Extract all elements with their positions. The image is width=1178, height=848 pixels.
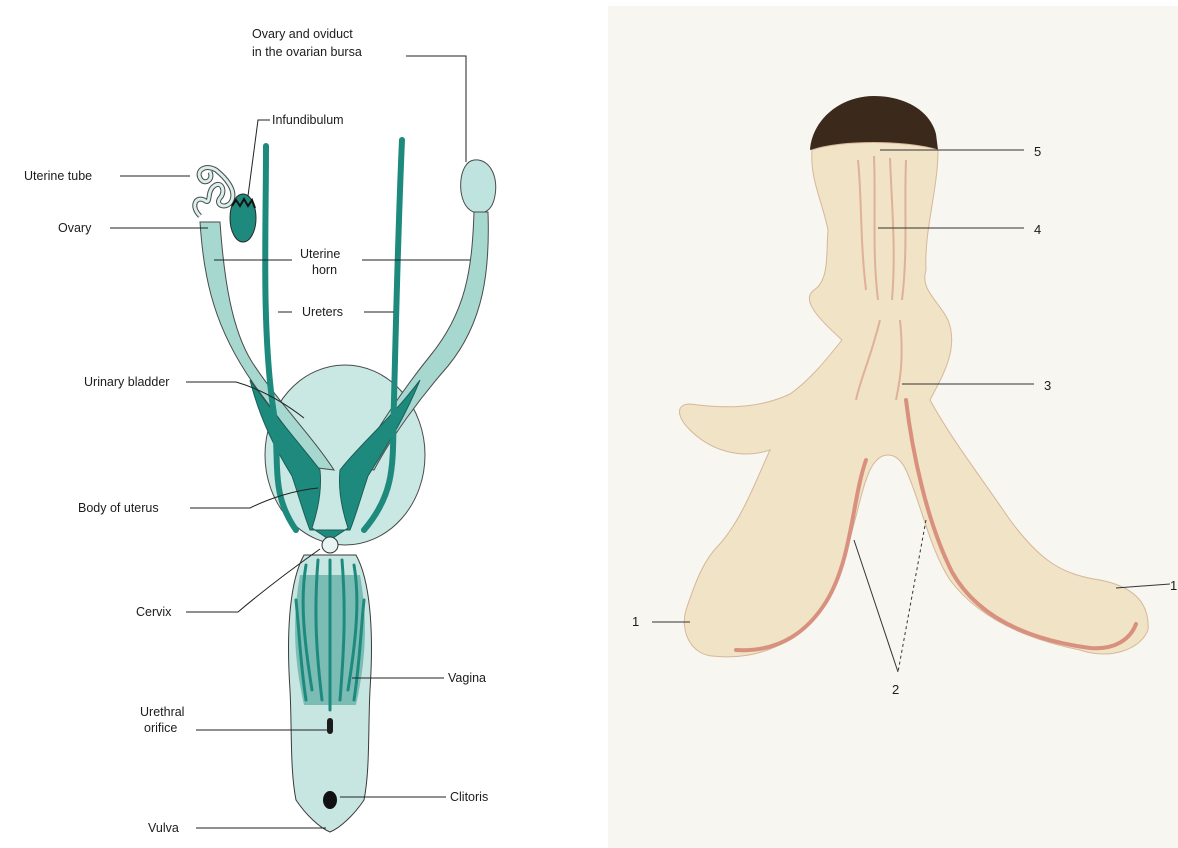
photo-label-2: 2	[892, 682, 899, 697]
label-ureters: Ureters	[302, 305, 343, 319]
label-body-of-uterus: Body of uterus	[78, 501, 159, 515]
photo-label-1-right: 1	[1170, 578, 1177, 593]
label-cervix: Cervix	[136, 605, 172, 619]
clitoris-shape	[323, 791, 337, 809]
label-uterine-horn-line2: horn	[312, 263, 337, 277]
label-urethral-line2: orifice	[144, 721, 177, 735]
label-ovary-oviduct-line1: Ovary and oviduct	[252, 27, 353, 41]
photo-label-3: 3	[1044, 378, 1051, 393]
photo-label-5: 5	[1034, 144, 1041, 159]
cervix-shape	[322, 537, 338, 553]
specimen-dark-top	[810, 96, 938, 150]
urethral-orifice-shape	[327, 718, 333, 734]
label-vulva: Vulva	[148, 821, 179, 835]
vaginal-fill	[295, 575, 365, 705]
specimen-tissue	[680, 143, 1149, 657]
label-uterine-tube: Uterine tube	[24, 169, 92, 183]
label-infundibulum: Infundibulum	[272, 113, 344, 127]
right-ovarian-bursa-shape	[461, 160, 496, 213]
label-clitoris: Clitoris	[450, 790, 488, 804]
label-vagina: Vagina	[448, 671, 486, 685]
label-ovary: Ovary	[58, 221, 92, 235]
photo-label-4: 4	[1034, 222, 1041, 237]
left-uterine-tube-lumen	[195, 168, 233, 216]
schematic-diagram: Ovary and oviduct in the ovarian bursa I…	[24, 27, 496, 835]
label-urinary-bladder: Urinary bladder	[84, 375, 169, 389]
label-uterine-horn-line1: Uterine	[300, 247, 340, 261]
label-ovary-oviduct-line2: in the ovarian bursa	[252, 45, 362, 59]
label-urethral-line1: Urethral	[140, 705, 184, 719]
photo-label-1-left: 1	[632, 614, 639, 629]
specimen-photo: 5 4 3 2 1 1	[632, 96, 1177, 697]
